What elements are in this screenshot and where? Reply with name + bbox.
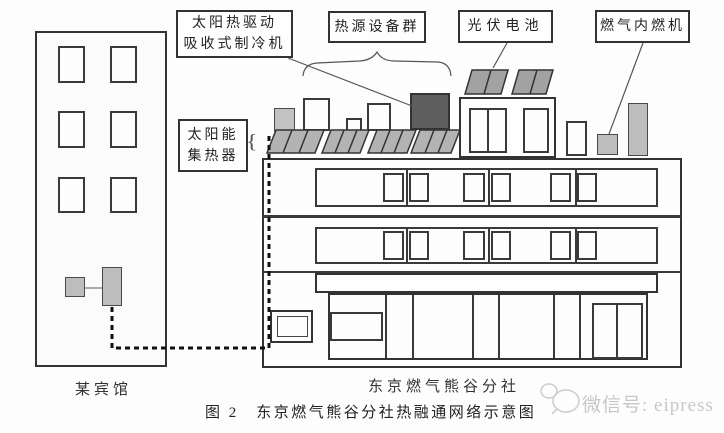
penthouse-window-divider	[487, 110, 489, 151]
hotel-window	[110, 177, 137, 213]
band-divider	[575, 229, 577, 262]
band-window	[550, 231, 571, 260]
heat-source-brace	[302, 50, 452, 77]
floor-slab-line	[262, 215, 682, 218]
roof-equipment-gray-tall	[628, 103, 648, 156]
absorption-chiller-unit	[410, 93, 450, 130]
storefront-window	[330, 312, 383, 341]
band-divider	[406, 229, 408, 262]
door-divider	[616, 305, 618, 357]
band-window	[577, 173, 597, 202]
band-window	[409, 173, 429, 202]
wechat-logo-icon	[540, 383, 580, 415]
callout-heat-source-group-label: 热源设备群	[334, 19, 420, 35]
pv-panel-array	[464, 69, 554, 95]
hotel-window	[58, 177, 85, 213]
leader-pv-battery	[492, 42, 508, 69]
roof-equipment-white	[566, 121, 587, 156]
solar-collector-panel	[366, 129, 418, 154]
pv-panel	[464, 69, 509, 95]
band-window	[550, 173, 571, 202]
storefront-mullion	[385, 295, 387, 358]
solar-collector-panel	[265, 129, 326, 154]
band-window	[409, 231, 429, 260]
storefront-mullion	[498, 295, 500, 358]
callout-absorption-chiller-line1: 太阳热驱动	[192, 16, 277, 31]
collector-brace: {	[246, 130, 258, 154]
penthouse-window	[523, 108, 549, 153]
hotel-heat-exchanger-unit	[102, 267, 122, 306]
hotel-equipment-connector	[84, 287, 104, 289]
band-window	[491, 231, 511, 260]
callout-solar-collector-line2: 集热器	[187, 148, 239, 164]
solar-collector-panel	[409, 129, 462, 154]
watermark-text: 微信号: eipress	[582, 395, 714, 416]
band-window	[383, 173, 404, 202]
storefront-mullion	[412, 295, 414, 358]
band-window	[383, 231, 404, 260]
solar-collector-panel	[320, 129, 371, 154]
floor-slab-line	[262, 271, 682, 273]
entrance-canopy	[315, 273, 658, 293]
band-divider	[406, 170, 408, 205]
hotel-window	[110, 111, 137, 148]
band-divider	[488, 170, 490, 205]
callout-heat-source-group: 热源设备群	[328, 11, 426, 43]
hotel-heat-exchanger-small	[65, 277, 85, 297]
hotel-window	[110, 46, 137, 83]
floor-band-lower	[315, 227, 658, 264]
callout-solar-collector-line1: 太阳能	[187, 127, 239, 143]
solar-collector-array	[265, 129, 462, 154]
callout-pv-battery: 光伏电池	[458, 10, 553, 43]
callout-gas-engine: 燃气内燃机	[595, 10, 690, 43]
gas-engine-unit	[597, 134, 618, 155]
band-window	[577, 231, 597, 260]
hotel-building	[35, 31, 167, 367]
hotel-window	[58, 46, 85, 83]
roof-equipment-white	[303, 98, 330, 131]
band-divider	[488, 229, 490, 262]
roof-equipment-white	[367, 103, 391, 131]
floor-band-upper	[315, 168, 658, 207]
roof-equipment-white	[346, 118, 362, 132]
hotel-label: 某宾馆	[75, 382, 133, 398]
ground-equipment-inner	[277, 316, 308, 337]
figure-caption: 图 2 东京燃气熊谷分社热融通网络示意图	[205, 405, 537, 421]
storefront-mullion	[579, 295, 581, 358]
band-divider	[575, 170, 577, 205]
callout-absorption-chiller-line2: 吸收式制冷机	[183, 37, 286, 52]
storefront-mullion	[553, 295, 555, 358]
band-window	[463, 173, 485, 202]
hotel-window	[58, 111, 85, 148]
callout-pv-battery-label: 光伏电池	[467, 19, 544, 34]
callout-solar-collector: 太阳能 集热器	[178, 119, 248, 172]
roof-equipment-gray	[274, 108, 295, 132]
callout-absorption-chiller: 太阳热驱动 吸收式制冷机	[176, 10, 293, 58]
band-window	[491, 173, 511, 202]
callout-gas-engine-label: 燃气内燃机	[600, 19, 685, 34]
band-window	[463, 231, 485, 260]
pv-panel	[511, 69, 554, 95]
main-building-label: 东京燃气熊谷分社	[368, 379, 521, 395]
storefront-mullion	[472, 295, 474, 358]
